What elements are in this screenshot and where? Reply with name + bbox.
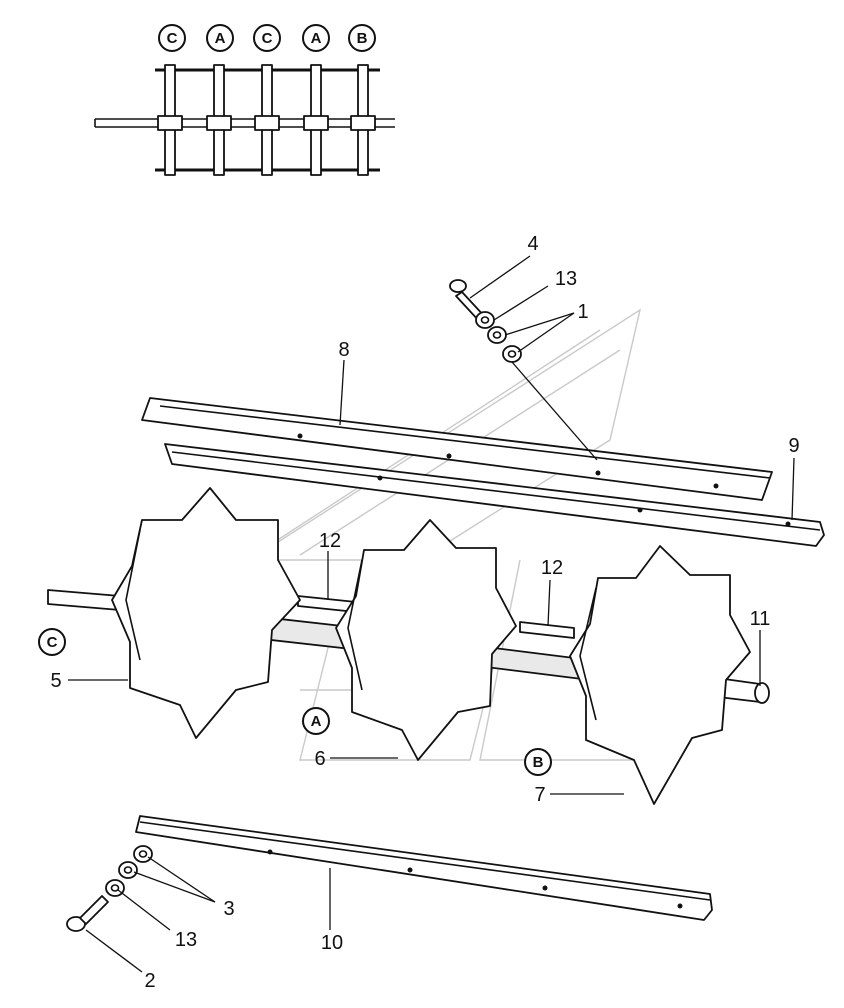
svg-text:C: C	[167, 30, 178, 47]
callout-3: 3	[223, 898, 234, 920]
star-rotor-b	[569, 545, 751, 805]
star-rotor-a	[335, 519, 517, 761]
layout-schematic: C A C A B	[94, 24, 395, 176]
callout-4: 4	[527, 233, 538, 255]
svg-text:B: B	[357, 30, 368, 47]
callout-8: 8	[338, 339, 349, 361]
svg-text:A: A	[311, 713, 322, 730]
callout-13-upper: 13	[555, 268, 577, 290]
badge-a: A	[302, 707, 330, 735]
callout-13-lower: 13	[175, 929, 197, 951]
schematic-shaft	[94, 118, 395, 128]
lower-support-bar	[135, 815, 713, 921]
nut-lower-2	[133, 845, 153, 863]
svg-text:C: C	[47, 634, 58, 651]
callout-labels: 4 13 1 8 9 12 12 11 5 6 7 3 13 10 2	[50, 233, 799, 992]
callout-12-right: 12	[541, 557, 563, 579]
svg-text:C: C	[262, 30, 273, 47]
nut-upper-2	[502, 345, 522, 363]
serrated-knife-bar	[141, 397, 773, 501]
svg-text:A: A	[215, 30, 226, 47]
schematic-rotor-2	[206, 64, 232, 176]
schematic-badge-3: C	[253, 24, 281, 52]
washer-lower	[105, 879, 125, 897]
schematic-badge-5: B	[348, 24, 376, 52]
nut-upper-1	[487, 326, 507, 344]
schematic-badge-4: A	[302, 24, 330, 52]
washer-upper	[475, 311, 495, 329]
callout-12-left: 12	[319, 530, 341, 552]
nut-lower-1	[118, 861, 138, 879]
callout-10: 10	[321, 932, 343, 954]
schematic-rotor-5	[350, 64, 376, 176]
callout-9: 9	[788, 435, 799, 457]
schematic-rotor-4	[303, 64, 329, 176]
schematic-badge-1: C	[158, 24, 186, 52]
schematic-rotors	[157, 64, 376, 176]
svg-text:A: A	[311, 30, 322, 47]
callout-11: 11	[750, 608, 771, 630]
callout-7: 7	[534, 784, 545, 806]
guard-strip	[164, 443, 825, 547]
callout-6: 6	[314, 748, 325, 770]
badge-c: C	[38, 628, 66, 656]
badge-b: B	[524, 748, 552, 776]
bolt-lower	[66, 895, 109, 932]
leader-lines	[68, 255, 795, 973]
schematic-rotor-3	[254, 64, 280, 176]
callout-5: 5	[50, 670, 61, 692]
callout-1: 1	[577, 301, 588, 323]
callout-2: 2	[144, 970, 155, 992]
schematic-rotor-1	[157, 64, 183, 176]
star-rotor-c	[111, 487, 301, 739]
svg-text:B: B	[533, 754, 544, 771]
schematic-badge-2: A	[206, 24, 234, 52]
shaft-key-2	[519, 621, 575, 639]
